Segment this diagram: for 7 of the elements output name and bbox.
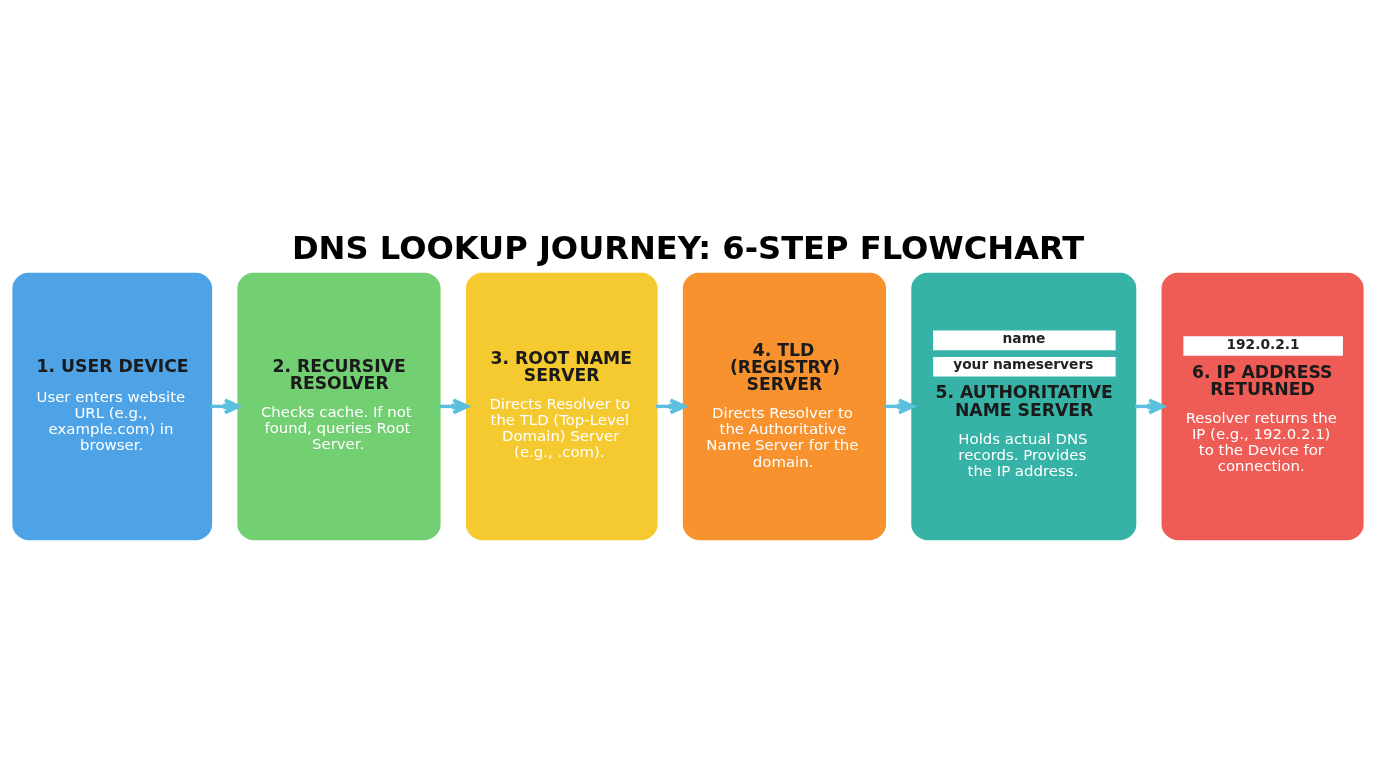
diagram-title: DNS LOOKUP JOURNEY: 6-STEP FLOWCHART (291, 228, 1085, 267)
node-box: name your nameservers 5. AUTHORITATIVE NAME SERVER Holds actual DNS records. Provides the IP address. (911, 272, 1137, 541)
node-box: 3. ROOT NAME SERVER Directs Resolver to the TLD (Top-Level Domain) Server (e.g., .com). (465, 272, 658, 541)
node-box: 192.0.2.1 6. IP ADDRESS RETURNED Resolver returns the IP (e.g., 192.0.2.1) to the Device for connection. (1161, 272, 1364, 541)
node-box: 4. TLD (REGISTRY) SERVER Directs Resolver to the Authoritative Name Server for the domain. (682, 272, 887, 541)
node-box: 2. RECURSIVE RESOLVER Checks cache. If not found, queries Root Server. (237, 272, 441, 541)
node-box: 1. USER DEVICE User enters website URL (e.g., example.com) in browser. (12, 272, 213, 541)
